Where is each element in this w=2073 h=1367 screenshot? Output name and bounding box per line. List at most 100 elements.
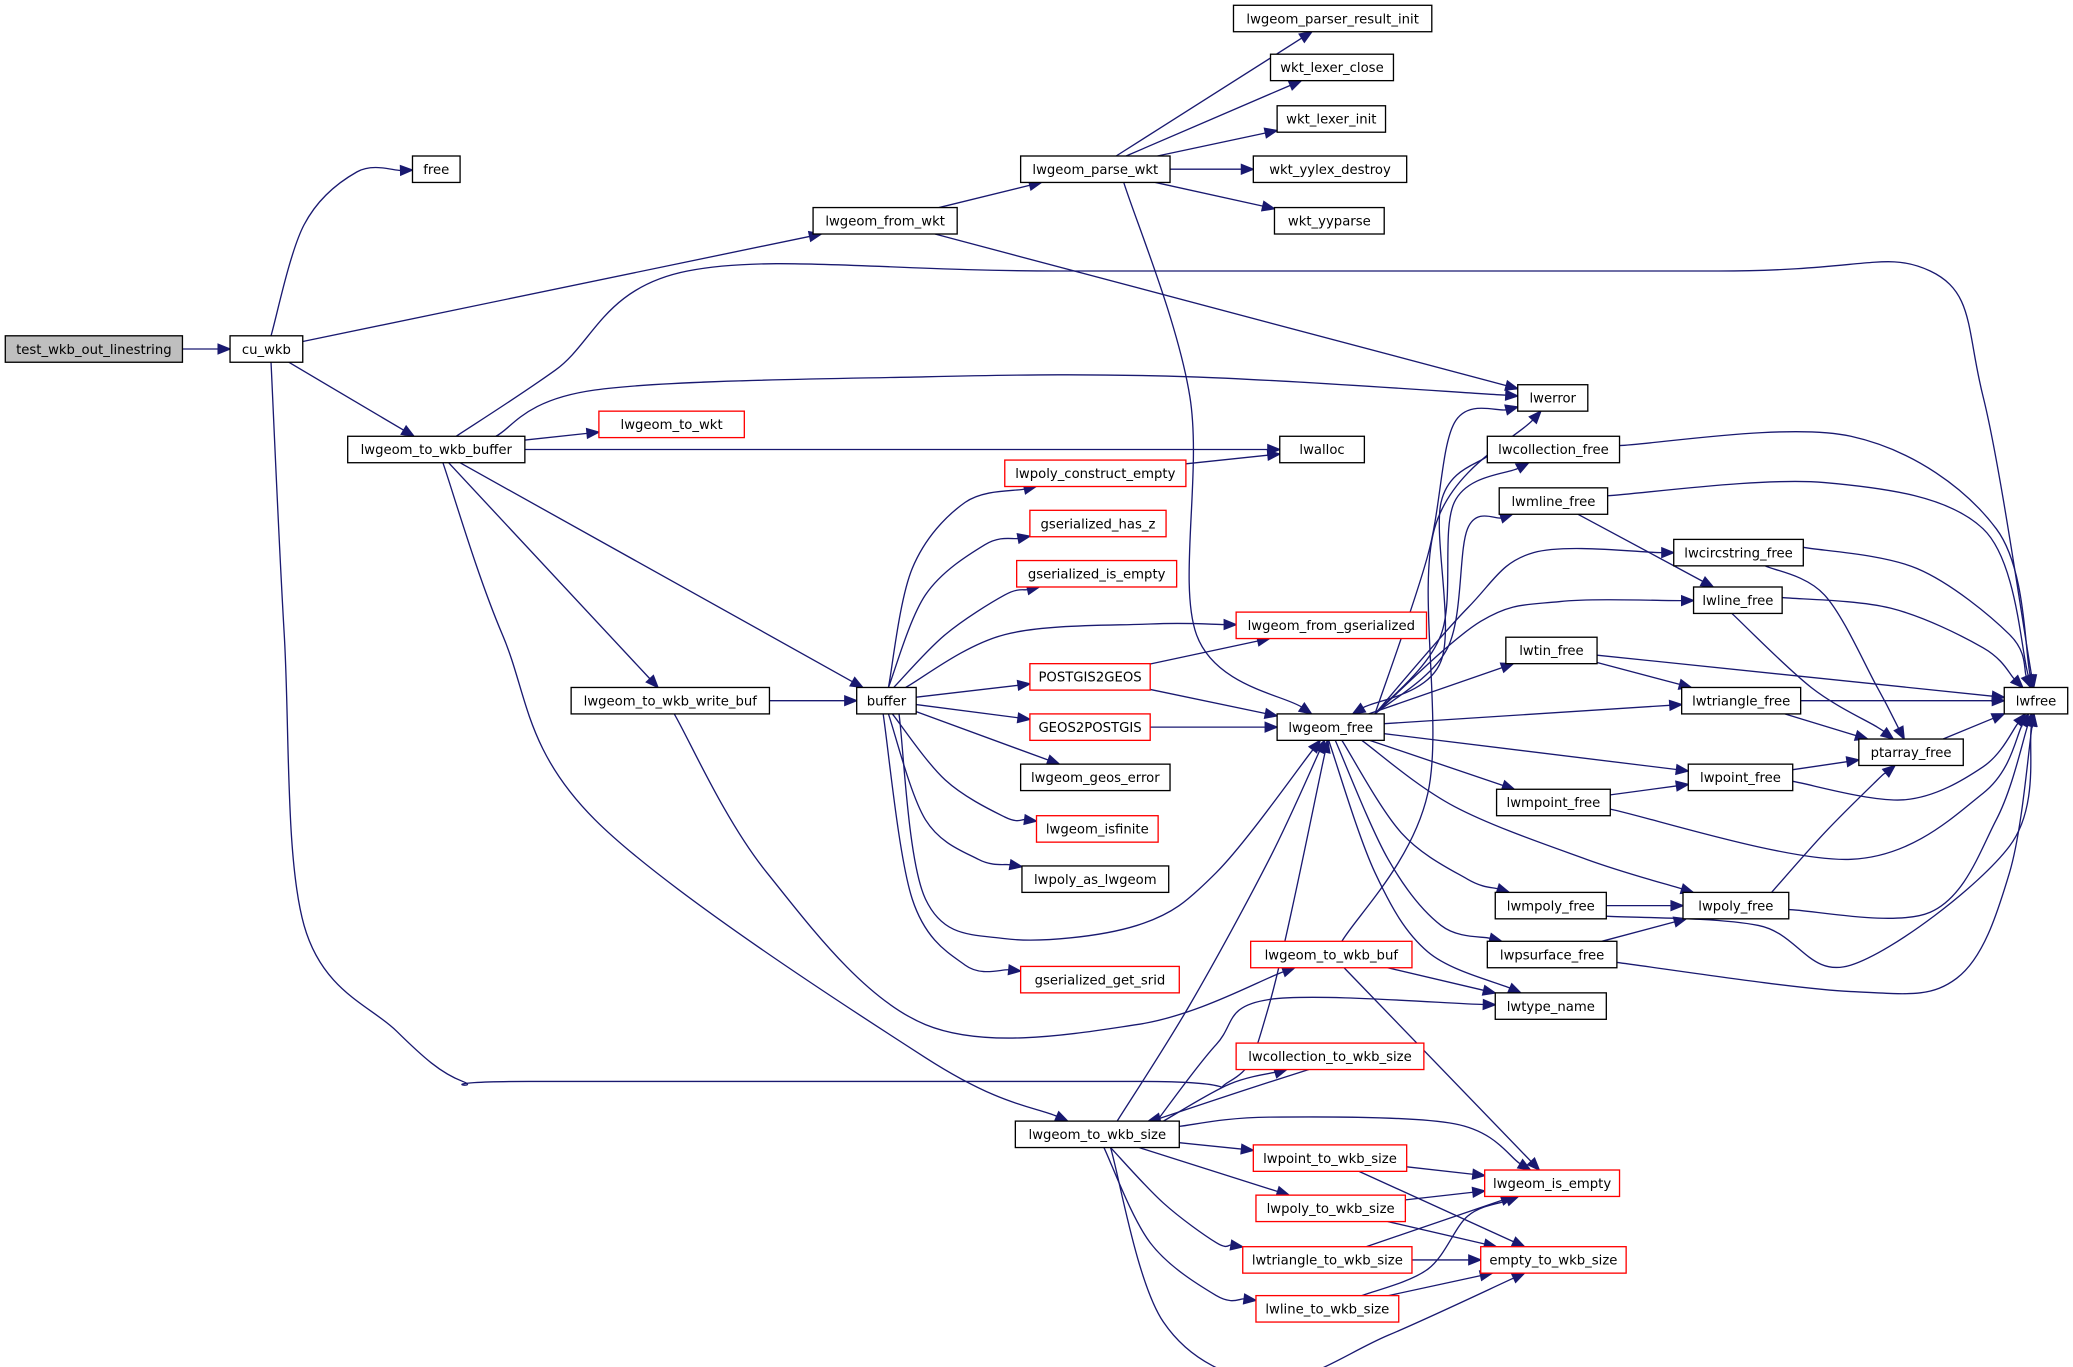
node-lwpoint-to-wkb-size[interactable]: lwpoint_to_wkb_size bbox=[1252, 1144, 1408, 1172]
node-lwtype-name[interactable]: lwtype_name bbox=[1494, 992, 1607, 1020]
node-box bbox=[2003, 686, 2069, 715]
node-lwgeom-parse-wkt[interactable]: lwgeom_parse_wkt bbox=[1019, 155, 1171, 184]
node-lwtriangle-free[interactable]: lwtriangle_free bbox=[1681, 686, 1802, 715]
arrowhead-icon bbox=[849, 676, 865, 689]
edge-lwline_free-to-lwfree bbox=[1782, 596, 2025, 689]
node-box bbox=[812, 206, 958, 235]
node-lwerror[interactable]: lwerror bbox=[1517, 384, 1589, 412]
arrowhead-icon bbox=[1471, 1186, 1487, 1199]
edge-line bbox=[916, 703, 1019, 719]
arrowhead-icon bbox=[1681, 594, 1696, 607]
node-label: empty_to_wkb_size bbox=[1489, 1254, 1617, 1269]
node-box bbox=[1692, 586, 1783, 615]
arrowhead-icon bbox=[1223, 618, 1238, 631]
edge-line bbox=[1103, 1147, 1245, 1302]
node-lwmline-free[interactable]: lwmline_free bbox=[1498, 487, 1609, 515]
node-free[interactable]: free bbox=[411, 155, 461, 184]
arrowhead-icon bbox=[1991, 694, 2007, 707]
edge-buffer-to-gserialized_get_srid bbox=[882, 713, 1023, 976]
node-lwpoly-construct-empty[interactable]: lwpoly_construct_empty bbox=[1004, 459, 1187, 488]
edge-line bbox=[1619, 430, 2031, 677]
node-gserialized-get-srid[interactable]: gserialized_get_srid bbox=[1019, 965, 1180, 994]
node-cu-wkb[interactable]: cu_wkb bbox=[229, 335, 304, 363]
node-box bbox=[1235, 1042, 1425, 1071]
node-lwcircstring-free[interactable]: lwcircstring_free bbox=[1673, 538, 1804, 567]
edge-buffer-to-lwpoly_construct_empty bbox=[887, 483, 1038, 688]
edge-cu_wkb-to-free bbox=[270, 164, 415, 336]
node-box bbox=[570, 686, 771, 715]
arrowhead-icon bbox=[1504, 389, 1520, 401]
node-wkt-lexer-init[interactable]: wkt_lexer_init bbox=[1276, 105, 1387, 133]
node-lwgeom-to-wkb-size[interactable]: lwgeom_to_wkb_size bbox=[1014, 1120, 1180, 1149]
edge-line bbox=[1343, 967, 1532, 1162]
node-lwgeom-to-wkb-buf[interactable]: lwgeom_to_wkb_buf bbox=[1250, 940, 1413, 969]
node-lwpoly-free[interactable]: lwpoly_free bbox=[1682, 891, 1790, 920]
node-gserialized-is-empty[interactable]: gserialized_is_empty bbox=[1016, 559, 1178, 588]
edge-line bbox=[1601, 921, 1675, 942]
node-lwgeom-to-wkb-write-buf[interactable]: lwgeom_to_wkb_write_buf bbox=[570, 686, 771, 715]
node-lwcollection-free[interactable]: lwcollection_free bbox=[1486, 435, 1621, 464]
node-lwalloc[interactable]: lwalloc bbox=[1279, 435, 1366, 464]
node-lwtin-free[interactable]: lwtin_free bbox=[1505, 636, 1598, 665]
node-buffer[interactable]: buffer bbox=[856, 686, 917, 715]
edge-line bbox=[1328, 740, 1511, 989]
edge-lwgeom_to_wkb_size-to-lwtriangle_to_wkb_size bbox=[1110, 1147, 1245, 1251]
arrowhead-icon bbox=[399, 164, 415, 177]
node-empty-to-wkb-size[interactable]: empty_to_wkb_size bbox=[1480, 1246, 1627, 1274]
edge-line bbox=[1341, 419, 1534, 942]
node-lwline-free[interactable]: lwline_free bbox=[1692, 586, 1783, 615]
node-label: lwmline_free bbox=[1511, 495, 1595, 510]
node-lwmpoly-free[interactable]: lwmpoly_free bbox=[1494, 891, 1607, 920]
node-lwgeom-is-empty[interactable]: lwgeom_is_empty bbox=[1484, 1169, 1621, 1198]
node-lwpoly-as-lwgeom[interactable]: lwpoly_as_lwgeom bbox=[1021, 865, 1170, 894]
edge-line bbox=[1384, 733, 1677, 771]
node-label: lwgeom_to_wkb_buffer bbox=[361, 443, 513, 458]
node-lwgeom-to-wkt[interactable]: lwgeom_to_wkt bbox=[598, 410, 745, 439]
node-lwcollection-to-wkb-size[interactable]: lwcollection_to_wkb_size bbox=[1235, 1042, 1425, 1071]
node-lwgeom-to-wkb-buffer[interactable]: lwgeom_to_wkb_buffer bbox=[347, 435, 526, 464]
node-lwgeom-free[interactable]: lwgeom_free bbox=[1276, 713, 1385, 742]
edge-line bbox=[1610, 723, 2024, 861]
node-label: gserialized_is_empty bbox=[1028, 568, 1166, 583]
node-lwgeom-parser-result-init[interactable]: lwgeom_parser_result_init bbox=[1232, 4, 1433, 33]
node-wkt-yyparse[interactable]: wkt_yyparse bbox=[1273, 206, 1385, 235]
node-lwgeom-from-wkt[interactable]: lwgeom_from_wkt bbox=[812, 206, 958, 235]
edge-line bbox=[459, 462, 853, 683]
node-lwpoint-free[interactable]: lwpoint_free bbox=[1687, 763, 1794, 792]
node-lwline-to-wkb-size[interactable]: lwline_to_wkb_size bbox=[1255, 1294, 1400, 1323]
arrowhead-icon bbox=[645, 674, 660, 689]
node-test-wkb-out-linestring[interactable]: test_wkb_out_linestring bbox=[4, 335, 184, 363]
node-wkt-lexer-close[interactable]: wkt_lexer_close bbox=[1269, 53, 1395, 82]
arrowhead-icon bbox=[1516, 1158, 1532, 1171]
node-layer: test_wkb_out_linestring cu_wkb free lwgeom_… bbox=[4, 4, 2069, 1323]
node-lwgeom-isfinite[interactable]: lwgeom_isfinite bbox=[1035, 815, 1159, 843]
edge-line bbox=[1362, 455, 1488, 709]
node-lwmpoint-free[interactable]: lwmpoint_free bbox=[1495, 788, 1611, 817]
edge-line bbox=[1179, 1116, 1521, 1165]
edge-line bbox=[1616, 725, 2033, 995]
node-box bbox=[1029, 509, 1167, 538]
node-gserialized-has-z[interactable]: gserialized_has_z bbox=[1029, 509, 1167, 538]
node-lwpoly-to-wkb-size[interactable]: lwpoly_to_wkb_size bbox=[1255, 1194, 1407, 1223]
edge-lwgeom_to_wkb_write_buf-to-buffer bbox=[769, 694, 859, 707]
node-wkt-yylex-destroy[interactable]: wkt_yylex_destroy bbox=[1252, 155, 1408, 184]
node-geos2postgis[interactable]: GEOS2POSTGIS bbox=[1029, 713, 1151, 742]
edge-lwpoly_to_wkb_size-to-empty_to_wkb_size bbox=[1387, 1220, 1499, 1250]
node-postgis2geos[interactable]: POSTGIS2GEOS bbox=[1029, 663, 1151, 691]
node-box bbox=[229, 335, 304, 363]
edge-lwpoint_to_wkb_size-to-lwgeom_is_empty bbox=[1406, 1166, 1487, 1180]
node-lwgeom-from-gserialized[interactable]: lwgeom_from_gserialized bbox=[1235, 611, 1428, 640]
node-lwtriangle-to-wkb-size[interactable]: lwtriangle_to_wkb_size bbox=[1242, 1246, 1413, 1274]
arrowhead-icon bbox=[1526, 1156, 1541, 1172]
arrowhead-icon bbox=[1506, 982, 1523, 994]
node-label: lwgeom_is_empty bbox=[1493, 1177, 1611, 1192]
edge-line bbox=[1155, 1068, 1310, 1121]
arrowhead-icon bbox=[1298, 30, 1314, 44]
arrowhead-icon bbox=[1514, 461, 1531, 474]
node-ptarray-free[interactable]: ptarray_free bbox=[1858, 738, 1964, 767]
node-lwpsurface-free[interactable]: lwpsurface_free bbox=[1486, 940, 1618, 969]
edge-lwgeom_free-to-lwcircstring_free bbox=[1374, 546, 1676, 715]
node-lwgeom-geos-error[interactable]: lwgeom_geos_error bbox=[1019, 763, 1171, 792]
node-lwfree[interactable]: lwfree bbox=[2003, 686, 2069, 715]
node-label: test_wkb_out_linestring bbox=[16, 343, 172, 358]
